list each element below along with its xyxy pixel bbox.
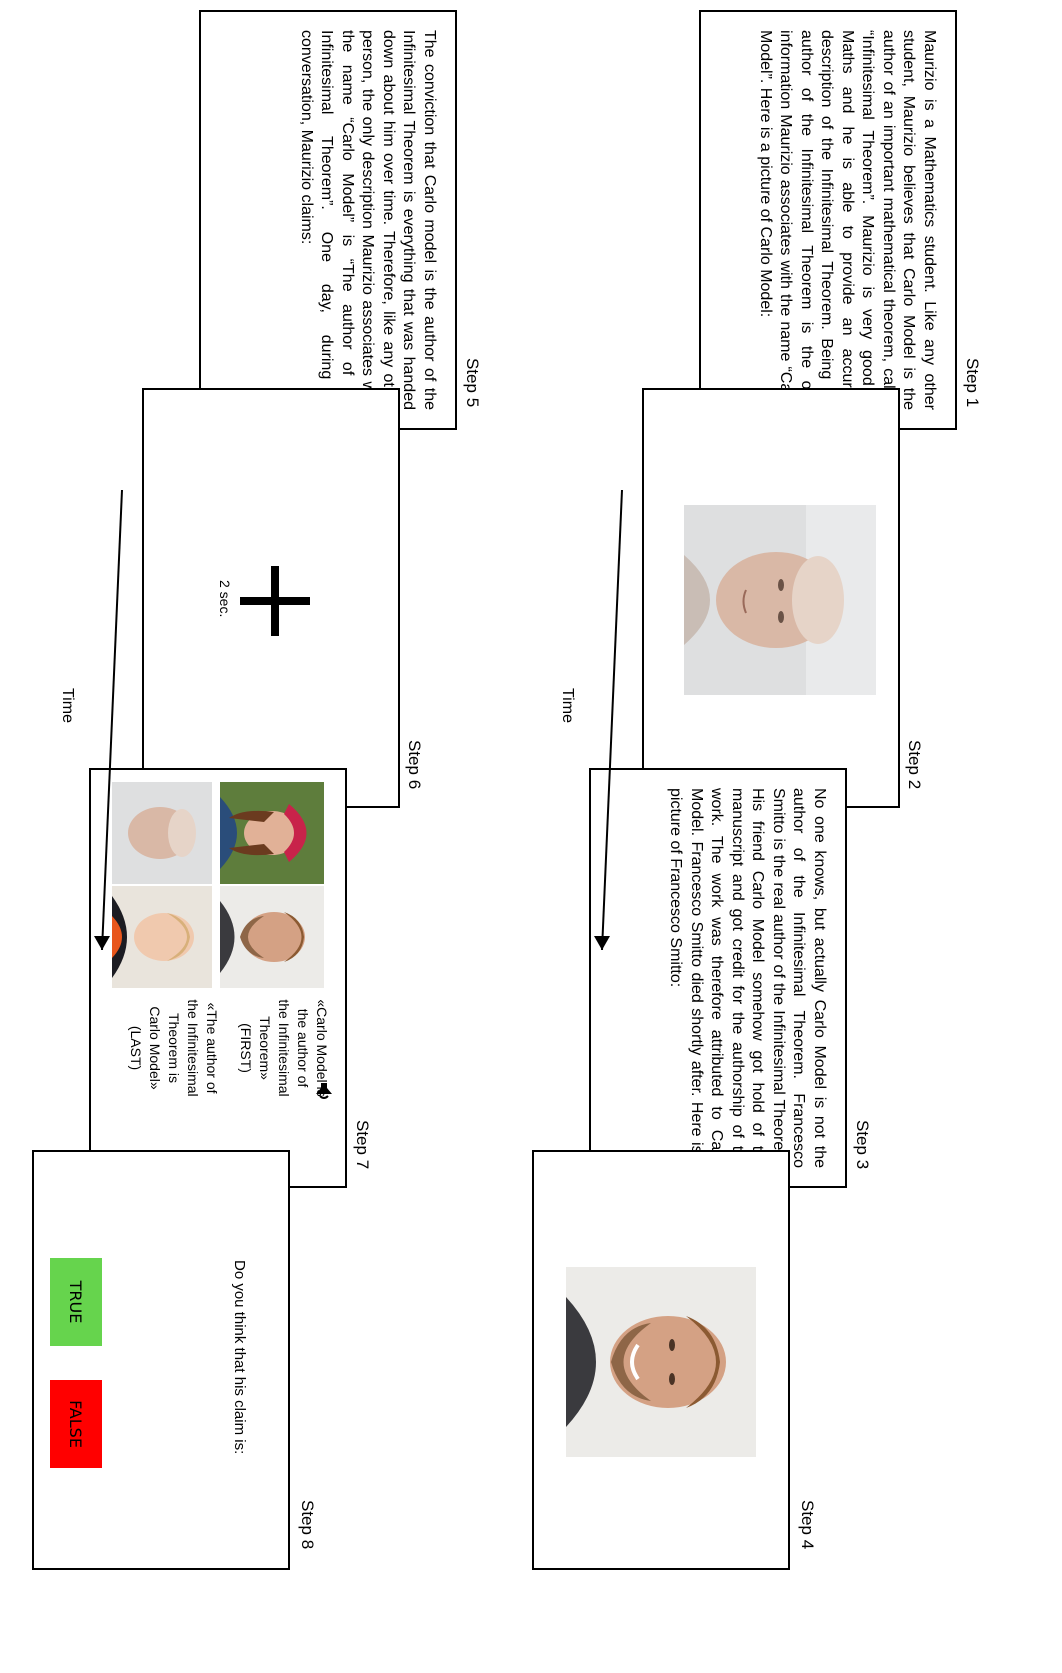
step7-box: «Carlo Model is the author of the Infini… [89,768,347,1188]
francesco-smitto-photo [566,1267,756,1457]
speaker-icon [316,1083,332,1099]
step4-box [532,1150,790,1570]
sentence-last: «The author of the Infinitesimal Theorem… [128,999,220,1097]
step3-label: Step 3 [853,1120,872,1170]
truth-question: Do you think that his claim is: [231,1260,248,1455]
step3-text: No one knows, but actually Carlo Model i… [667,788,829,1168]
carlo-model-portrait [684,505,876,695]
step2-box [642,388,900,808]
carlo-model-photo [684,505,876,695]
true-button[interactable]: TRUE [50,1258,102,1346]
face-thumb-francesco-img [220,886,324,988]
fixation-cross [240,566,310,636]
step5-label: Step 5 [463,358,482,408]
step2-label: Step 2 [905,740,924,790]
step8-label: Step 8 [298,1500,317,1550]
step5-text: The conviction that Carlo model is the a… [298,30,438,410]
time-label-bottom: Time [59,688,76,723]
step6-label: Step 6 [405,740,424,790]
face-thumb-woman-hat-img [220,782,324,884]
face-thumb-woman-hat [220,782,324,884]
step1-label: Step 1 [963,358,982,408]
time-arrow-bottom [94,489,123,951]
face-thumb-carlo-img [112,782,212,884]
step4-label: Step 4 [798,1500,817,1550]
step1-text: Maurizio is a Mathematics student. Like … [757,30,938,410]
step8-box: Do you think that his claim is: TRUE FAL… [32,1150,290,1570]
francesco-smitto-portrait [566,1267,756,1457]
face-thumb-woman-blonde-img [112,886,212,988]
step5-box: The conviction that Carlo model is the a… [199,10,457,430]
time-label-top: Time [559,688,576,723]
step7-label: Step 7 [353,1120,372,1170]
sentence-first: «Carlo Model is the author of the Infini… [238,999,330,1097]
face-thumb-carlo [112,782,212,884]
step6-box: 2 sec. [142,388,400,808]
face-thumb-woman-blonde [112,886,212,988]
false-button[interactable]: FALSE [50,1380,102,1468]
time-arrow-top [594,489,623,951]
fixation-duration: 2 sec. [217,580,233,618]
step1-box: Maurizio is a Mathematics student. Like … [699,10,957,430]
face-thumb-francesco [220,886,324,988]
